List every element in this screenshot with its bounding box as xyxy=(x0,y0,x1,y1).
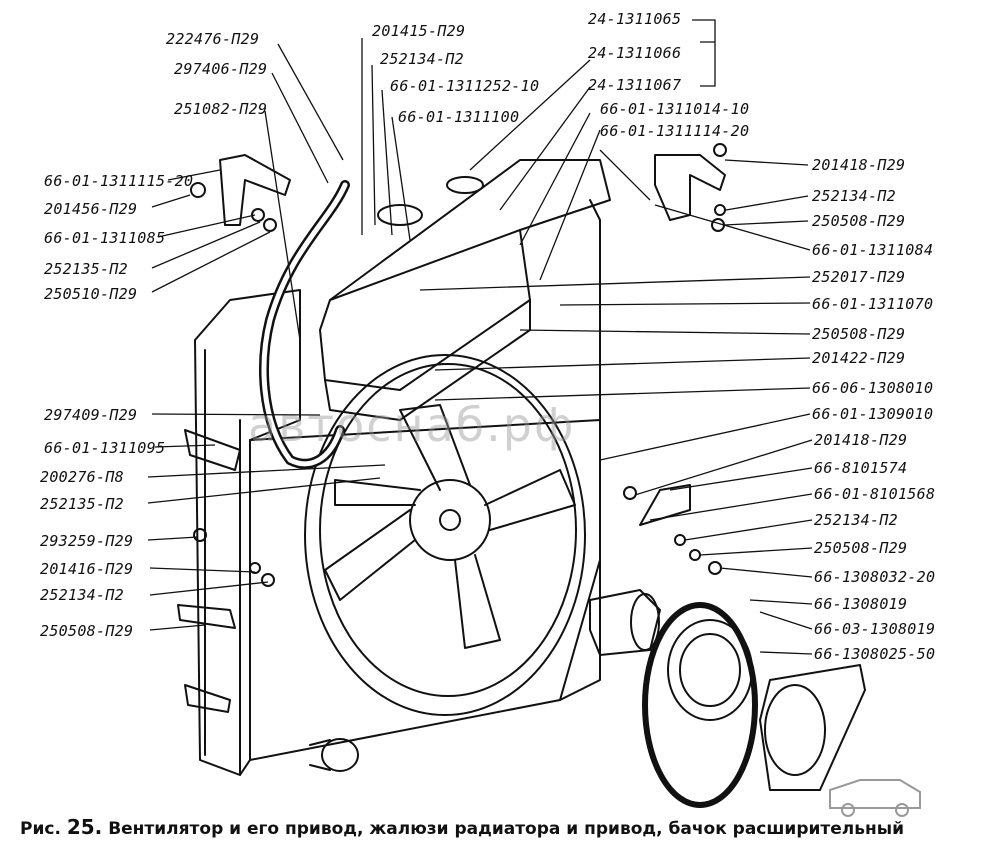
callout-label: 66-01-1311014-10 xyxy=(600,100,750,118)
fan-blade xyxy=(484,469,576,531)
caption-prefix: Рис. xyxy=(20,819,61,839)
callout-label: 66-01-1311095 xyxy=(44,439,166,457)
callout-label: 201418-П29 xyxy=(814,431,908,449)
truck-logo-icon xyxy=(829,779,921,817)
callout-label: 201418-П29 xyxy=(812,156,906,174)
fan-blade xyxy=(454,554,501,649)
bracket-right xyxy=(654,154,726,221)
belt xyxy=(642,602,758,808)
callout-label: 201416-П29 xyxy=(40,560,134,578)
callout-label: 222476-П29 xyxy=(166,30,260,48)
callout-label: 250508-П29 xyxy=(814,539,908,557)
callout-label: 201456-П29 xyxy=(44,200,138,218)
outlet-pipe xyxy=(321,738,359,772)
callout-label: 201415-П29 xyxy=(372,22,466,40)
callout-label: 66-01-1311114-20 xyxy=(600,122,750,140)
drive-bushing xyxy=(589,589,661,656)
bearing-housing xyxy=(759,664,866,791)
callout-label: 252135-П2 xyxy=(44,260,128,278)
callout-label: 24-1311066 xyxy=(588,44,682,62)
caption-text: Вентилятор и его привод, жалюзи радиатор… xyxy=(108,819,905,839)
figure-caption: Рис. 25. Вентилятор и его привод, жалюзи… xyxy=(20,815,904,839)
caption-number: 25. xyxy=(66,815,103,839)
callout-label: 200276-П8 xyxy=(40,468,124,486)
fan-blade xyxy=(334,479,421,506)
fan-shroud xyxy=(304,354,586,716)
callout-label: 250508-П29 xyxy=(40,622,134,640)
callout-label: 250508-П29 xyxy=(812,325,906,343)
callout-label: 66-01-8101568 xyxy=(814,485,936,503)
callout-label: 250508-П29 xyxy=(812,212,906,230)
callout-label: 252134-П2 xyxy=(380,50,464,68)
callout-label: 201422-П29 xyxy=(812,349,906,367)
callout-label: 251082-П29 xyxy=(174,100,268,118)
callout-label: 293259-П29 xyxy=(40,532,134,550)
fan-blade xyxy=(399,404,471,491)
watermark: автоснаб.рф xyxy=(248,398,576,452)
fan-blade xyxy=(324,509,416,601)
callout-label: 66-01-1309010 xyxy=(812,405,934,423)
callout-label: 66-01-1311115-20 xyxy=(44,172,194,190)
callout-label: 66-1308032-20 xyxy=(814,568,936,586)
callout-label: 66-1308019 xyxy=(814,595,908,613)
callout-label: 252134-П2 xyxy=(812,187,896,205)
callout-label: 297409-П29 xyxy=(44,406,138,424)
callout-label: 252135-П2 xyxy=(40,495,124,513)
radiator-frame xyxy=(194,289,301,776)
callout-label: 66-01-1311070 xyxy=(812,295,934,313)
fan-hub xyxy=(409,479,491,561)
callout-label: 252017-П29 xyxy=(812,268,906,286)
callout-label: 66-01-1311252-10 xyxy=(390,77,540,95)
callout-label: 66-01-1311084 xyxy=(812,241,934,259)
callout-label: 252134-П2 xyxy=(40,586,124,604)
callout-label: 66-01-1311085 xyxy=(44,229,166,247)
callout-label: 66-06-1308010 xyxy=(812,379,934,397)
callout-label: 252134-П2 xyxy=(814,511,898,529)
callout-label: 297406-П29 xyxy=(174,60,268,78)
bracket-left xyxy=(219,154,291,226)
callout-label: 66-8101574 xyxy=(814,459,908,477)
callout-label: 24-1311067 xyxy=(588,76,682,94)
pulley xyxy=(667,619,753,721)
callout-label: 66-01-1311100 xyxy=(398,108,520,126)
callout-label: 66-03-1308019 xyxy=(814,620,936,638)
callout-label: 66-1308025-50 xyxy=(814,645,936,663)
tank-cap xyxy=(446,176,484,194)
callout-label: 250510-П29 xyxy=(44,285,138,303)
callout-label: 24-1311065 xyxy=(588,10,682,28)
